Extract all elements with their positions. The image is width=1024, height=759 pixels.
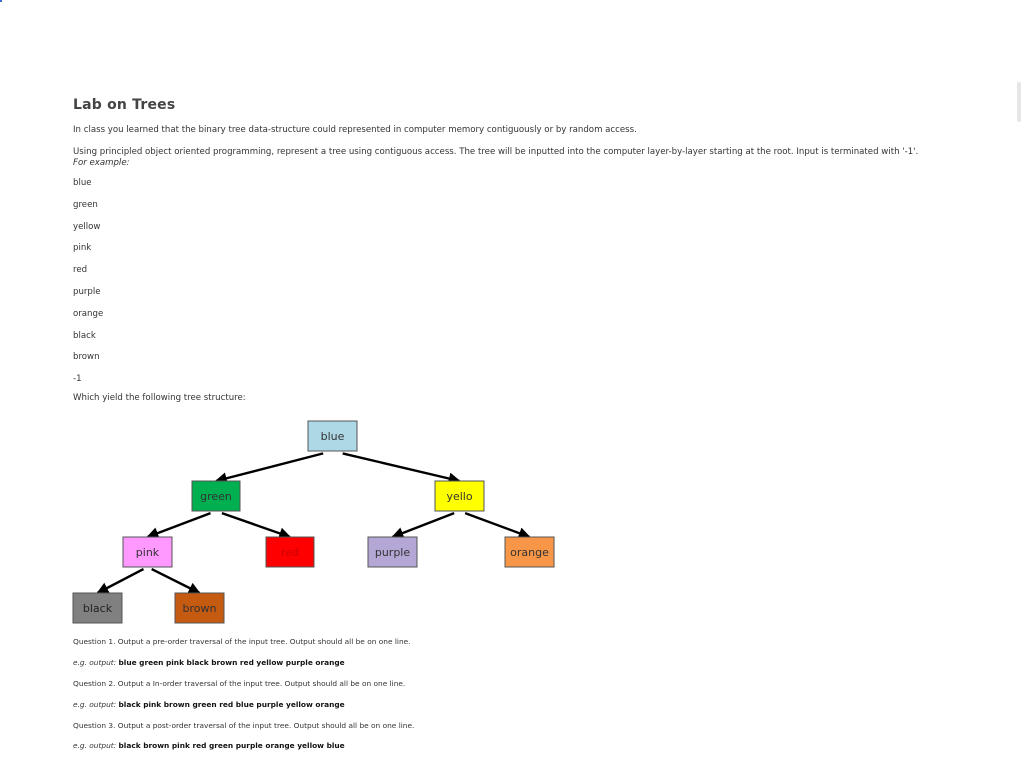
tree-node-blue: blue xyxy=(307,420,358,452)
question-2: Question 2. Output a In-order traversal … xyxy=(73,679,405,689)
node-label-green: green xyxy=(200,490,232,503)
question-1-answer: blue green pink black brown red yellow p… xyxy=(118,658,345,667)
question-1-text: Question 1. Output a pre-order traversal… xyxy=(73,637,411,646)
question-3-answer: black brown pink red green purple orange… xyxy=(118,741,345,750)
tree-node-purple: purple xyxy=(367,536,418,568)
node-box-black xyxy=(72,592,123,624)
question-3-example: e.g. output: black brown pink red green … xyxy=(73,741,345,751)
instruction-paragraph: Using principled object oriented program… xyxy=(73,147,919,157)
input-item: red xyxy=(73,265,88,276)
edge-blue-yello xyxy=(342,452,461,485)
node-label-orange: orange xyxy=(510,546,549,559)
input-item: blue xyxy=(73,178,92,188)
input-item: black xyxy=(73,330,96,341)
node-label-red: red xyxy=(281,546,299,559)
lab-document: Lab on Trees In class you learned that t… xyxy=(73,96,1003,413)
question-2-answer: black pink brown green red blue purple y… xyxy=(118,700,345,709)
yield-text: Which yield the following tree structure… xyxy=(73,392,246,403)
node-label-yello: yello xyxy=(446,490,472,503)
edge-green-red xyxy=(221,511,292,540)
node-box-orange xyxy=(504,536,555,568)
node-box-green xyxy=(191,480,241,512)
node-box-purple xyxy=(367,536,418,568)
node-label-blue: blue xyxy=(321,430,345,443)
scrollbar[interactable] xyxy=(1017,82,1021,122)
node-label-brown: brown xyxy=(183,602,217,615)
corner-marker xyxy=(0,0,2,2)
edge-yello-purple xyxy=(391,511,455,539)
question-3: Question 3. Output a post-order traversa… xyxy=(73,721,414,731)
example-lead: e.g. output: xyxy=(73,741,117,750)
node-box-yello xyxy=(434,480,485,512)
edge-yello-orange xyxy=(464,511,531,539)
input-item: -1 xyxy=(73,374,82,385)
intro-paragraph: In class you learned that the binary tre… xyxy=(73,125,637,135)
input-item: pink xyxy=(73,243,92,254)
input-list: blue green yellow pink red purple orange… xyxy=(73,173,1003,391)
node-label-purple: purple xyxy=(375,546,411,559)
question-3-text: Question 3. Output a post-order traversa… xyxy=(73,721,415,730)
input-item: orange xyxy=(73,308,104,319)
page-title: Lab on Trees xyxy=(73,97,176,113)
example-lead: e.g. output: xyxy=(73,700,117,709)
tree-node-red: red xyxy=(265,536,315,568)
node-box-pink xyxy=(122,536,173,568)
edge-blue-green xyxy=(214,452,324,485)
node-box-brown xyxy=(174,592,225,624)
node-box-blue xyxy=(307,420,358,452)
example-label: For example: xyxy=(73,158,130,168)
question-1: Question 1. Output a pre-order traversal… xyxy=(73,637,411,647)
node-label-black: black xyxy=(83,602,113,615)
tree-node-yello: yello xyxy=(434,480,485,512)
tree-node-pink: pink xyxy=(122,536,173,568)
edge-green-pink xyxy=(146,511,211,539)
input-item: purple xyxy=(73,286,101,297)
edge-pink-brown xyxy=(151,568,201,595)
node-box-red xyxy=(265,536,315,568)
input-item: brown xyxy=(73,352,100,363)
input-item: yellow xyxy=(73,221,101,232)
tree-node-orange: orange xyxy=(504,536,555,568)
question-2-example: e.g. output: black pink brown green red … xyxy=(73,700,345,710)
question-2-text: Question 2. Output a In-order traversal … xyxy=(73,679,406,688)
edge-pink-black xyxy=(96,568,145,595)
node-label-pink: pink xyxy=(136,546,160,559)
input-item: green xyxy=(73,199,98,210)
example-lead: e.g. output: xyxy=(73,658,117,667)
tree-node-black: black xyxy=(72,592,123,624)
question-1-example: e.g. output: blue green pink black brown… xyxy=(73,658,345,668)
tree-node-green: green xyxy=(191,480,241,512)
tree-node-brown: brown xyxy=(174,592,225,624)
